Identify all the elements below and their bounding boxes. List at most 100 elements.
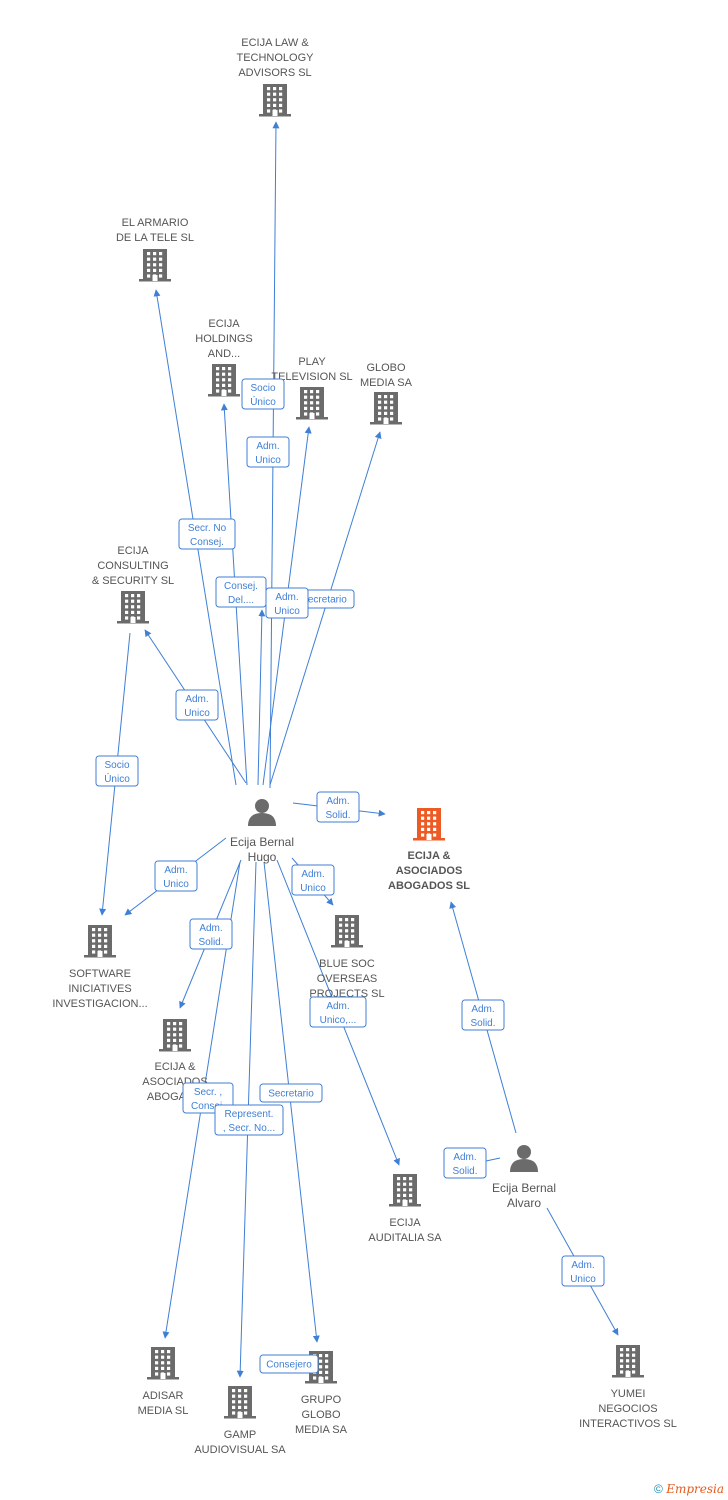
edge-label-text: Represent. <box>225 1109 274 1120</box>
edge-label-text: Consej. <box>190 537 224 548</box>
node-label-globo: GLOBO <box>366 362 406 374</box>
node-label-grupoglobo: GLOBO <box>301 1409 341 1421</box>
edge-label[interactable]: Adm.Solid. <box>443 1147 487 1179</box>
edge-label-box <box>309 996 367 1028</box>
edge-label-text: Solid. <box>470 1018 495 1029</box>
edge-label[interactable]: Adm. Unico <box>175 689 219 721</box>
node-label-armario: EL ARMARIO <box>122 217 189 229</box>
node-lawtech[interactable]: ECIJA LAW & TECHNOLOGY ADVISORS SL <box>236 37 314 117</box>
edge-label-text: Del.... <box>228 595 254 606</box>
edge-label[interactable]: Adm.Unico <box>246 436 290 468</box>
node-label-yumei: YUMEI <box>611 1388 646 1400</box>
node-label-grupoglobo: GRUPO <box>301 1394 342 1406</box>
edge-label-text: Secr. , <box>194 1087 222 1098</box>
edge-label-text: Único <box>250 395 276 408</box>
node-label-auditalia: AUDITALIA SA <box>368 1232 442 1244</box>
edge-label-text: Consej. <box>224 581 258 592</box>
node-label-holdings: HOLDINGS <box>195 333 252 345</box>
node-label-holdings: ECIJA <box>208 318 240 330</box>
building-icon <box>224 1386 256 1419</box>
node-label-asoc2: ECIJA & <box>155 1061 197 1073</box>
edge-label-box <box>259 1354 319 1374</box>
node-label-hugo: Hugo <box>248 850 277 864</box>
building-icon <box>370 392 402 425</box>
edge-label[interactable]: Adm.Solid. <box>461 999 505 1031</box>
edge-label[interactable]: Adm.Solid. <box>316 791 360 823</box>
node-software[interactable]: SOFTWARE INICIATIVES INVESTIGACION... <box>52 925 148 1010</box>
edge-label-text: Unico <box>300 883 326 894</box>
edge-label-box <box>316 791 360 823</box>
edge-label[interactable]: Adm.Unico <box>291 864 335 896</box>
node-armario[interactable]: EL ARMARIO DE LA TELE SL <box>116 217 194 282</box>
edge-label-box <box>259 1083 323 1103</box>
node-holdings[interactable]: ECIJA HOLDINGS AND... <box>195 318 253 397</box>
edge-label-box <box>189 918 233 950</box>
edge-label[interactable]: Adm.Unico <box>154 860 198 892</box>
node-label-consulting: CONSULTING <box>97 560 168 572</box>
node-label-lawtech: ADVISORS SL <box>238 67 311 79</box>
edge-label[interactable]: Adm. Unico <box>561 1255 605 1287</box>
footer-brand[interactable]: © Empresia <box>654 1482 724 1496</box>
edge-label-text: Unico <box>184 708 210 719</box>
edge-label-text: Adm. <box>275 592 298 603</box>
copyright-symbol: © <box>654 1482 663 1496</box>
edge-label-box <box>178 518 236 550</box>
node-label-focus: ASOCIADOS <box>396 865 463 877</box>
node-label-lawtech: TECHNOLOGY <box>236 52 314 64</box>
node-label-lawtech: ECIJA LAW & <box>241 37 309 49</box>
node-label-software: INICIATIVES <box>68 983 131 995</box>
edge-label-text: Socio <box>104 760 129 771</box>
edge-label-text: Secretario <box>301 595 347 606</box>
building-icon <box>413 808 445 841</box>
building-icon <box>117 591 149 624</box>
edge-label[interactable]: Adm.Unico,... <box>309 996 367 1028</box>
edge-label[interactable]: Represent., Secr. No... <box>214 1104 284 1136</box>
node-label-armario: DE LA TELE SL <box>116 232 194 244</box>
edge-label-text: Adm. <box>326 1001 349 1012</box>
edge-label-box <box>214 1104 284 1136</box>
node-label-bluesoc: OVERSEAS <box>317 973 378 985</box>
edge-label-text: Adm. <box>571 1260 594 1271</box>
edge-label-text: Consej. <box>191 1101 225 1112</box>
edge-label-text: Consejero <box>266 1360 312 1371</box>
edge-label[interactable]: Secretario <box>259 1083 323 1103</box>
edge-label-text: Secretario <box>268 1089 314 1100</box>
node-label-holdings: AND... <box>208 348 240 360</box>
edge-label-box <box>291 864 335 896</box>
edge-label-text: Unico <box>570 1274 596 1285</box>
building-icon <box>139 249 171 282</box>
edge-label-text: Adm. <box>185 694 208 705</box>
edge-label[interactable]: Consejero <box>259 1354 319 1374</box>
node-label-adisar: ADISAR <box>143 1390 184 1402</box>
building-icon <box>147 1347 179 1380</box>
building-icon <box>159 1019 191 1052</box>
edge-label[interactable]: Consej. Del.... <box>215 576 267 608</box>
edge-hugo-to-holdings <box>257 609 266 786</box>
brand-logo-text: Empresia <box>666 1482 724 1496</box>
building-icon <box>331 915 363 948</box>
edge-label-box <box>241 378 285 410</box>
node-label-focus: ECIJA & <box>408 850 451 862</box>
edge-label-text: Unico <box>255 455 281 466</box>
person-icon <box>510 1145 538 1172</box>
node-label-software: INVESTIGACION... <box>52 998 147 1010</box>
edge-label[interactable]: Adm.Solid. <box>189 918 233 950</box>
edge-label[interactable]: Adm.Unico <box>265 587 309 619</box>
node-label-software: SOFTWARE <box>69 968 131 980</box>
edge-label-box <box>154 860 198 892</box>
